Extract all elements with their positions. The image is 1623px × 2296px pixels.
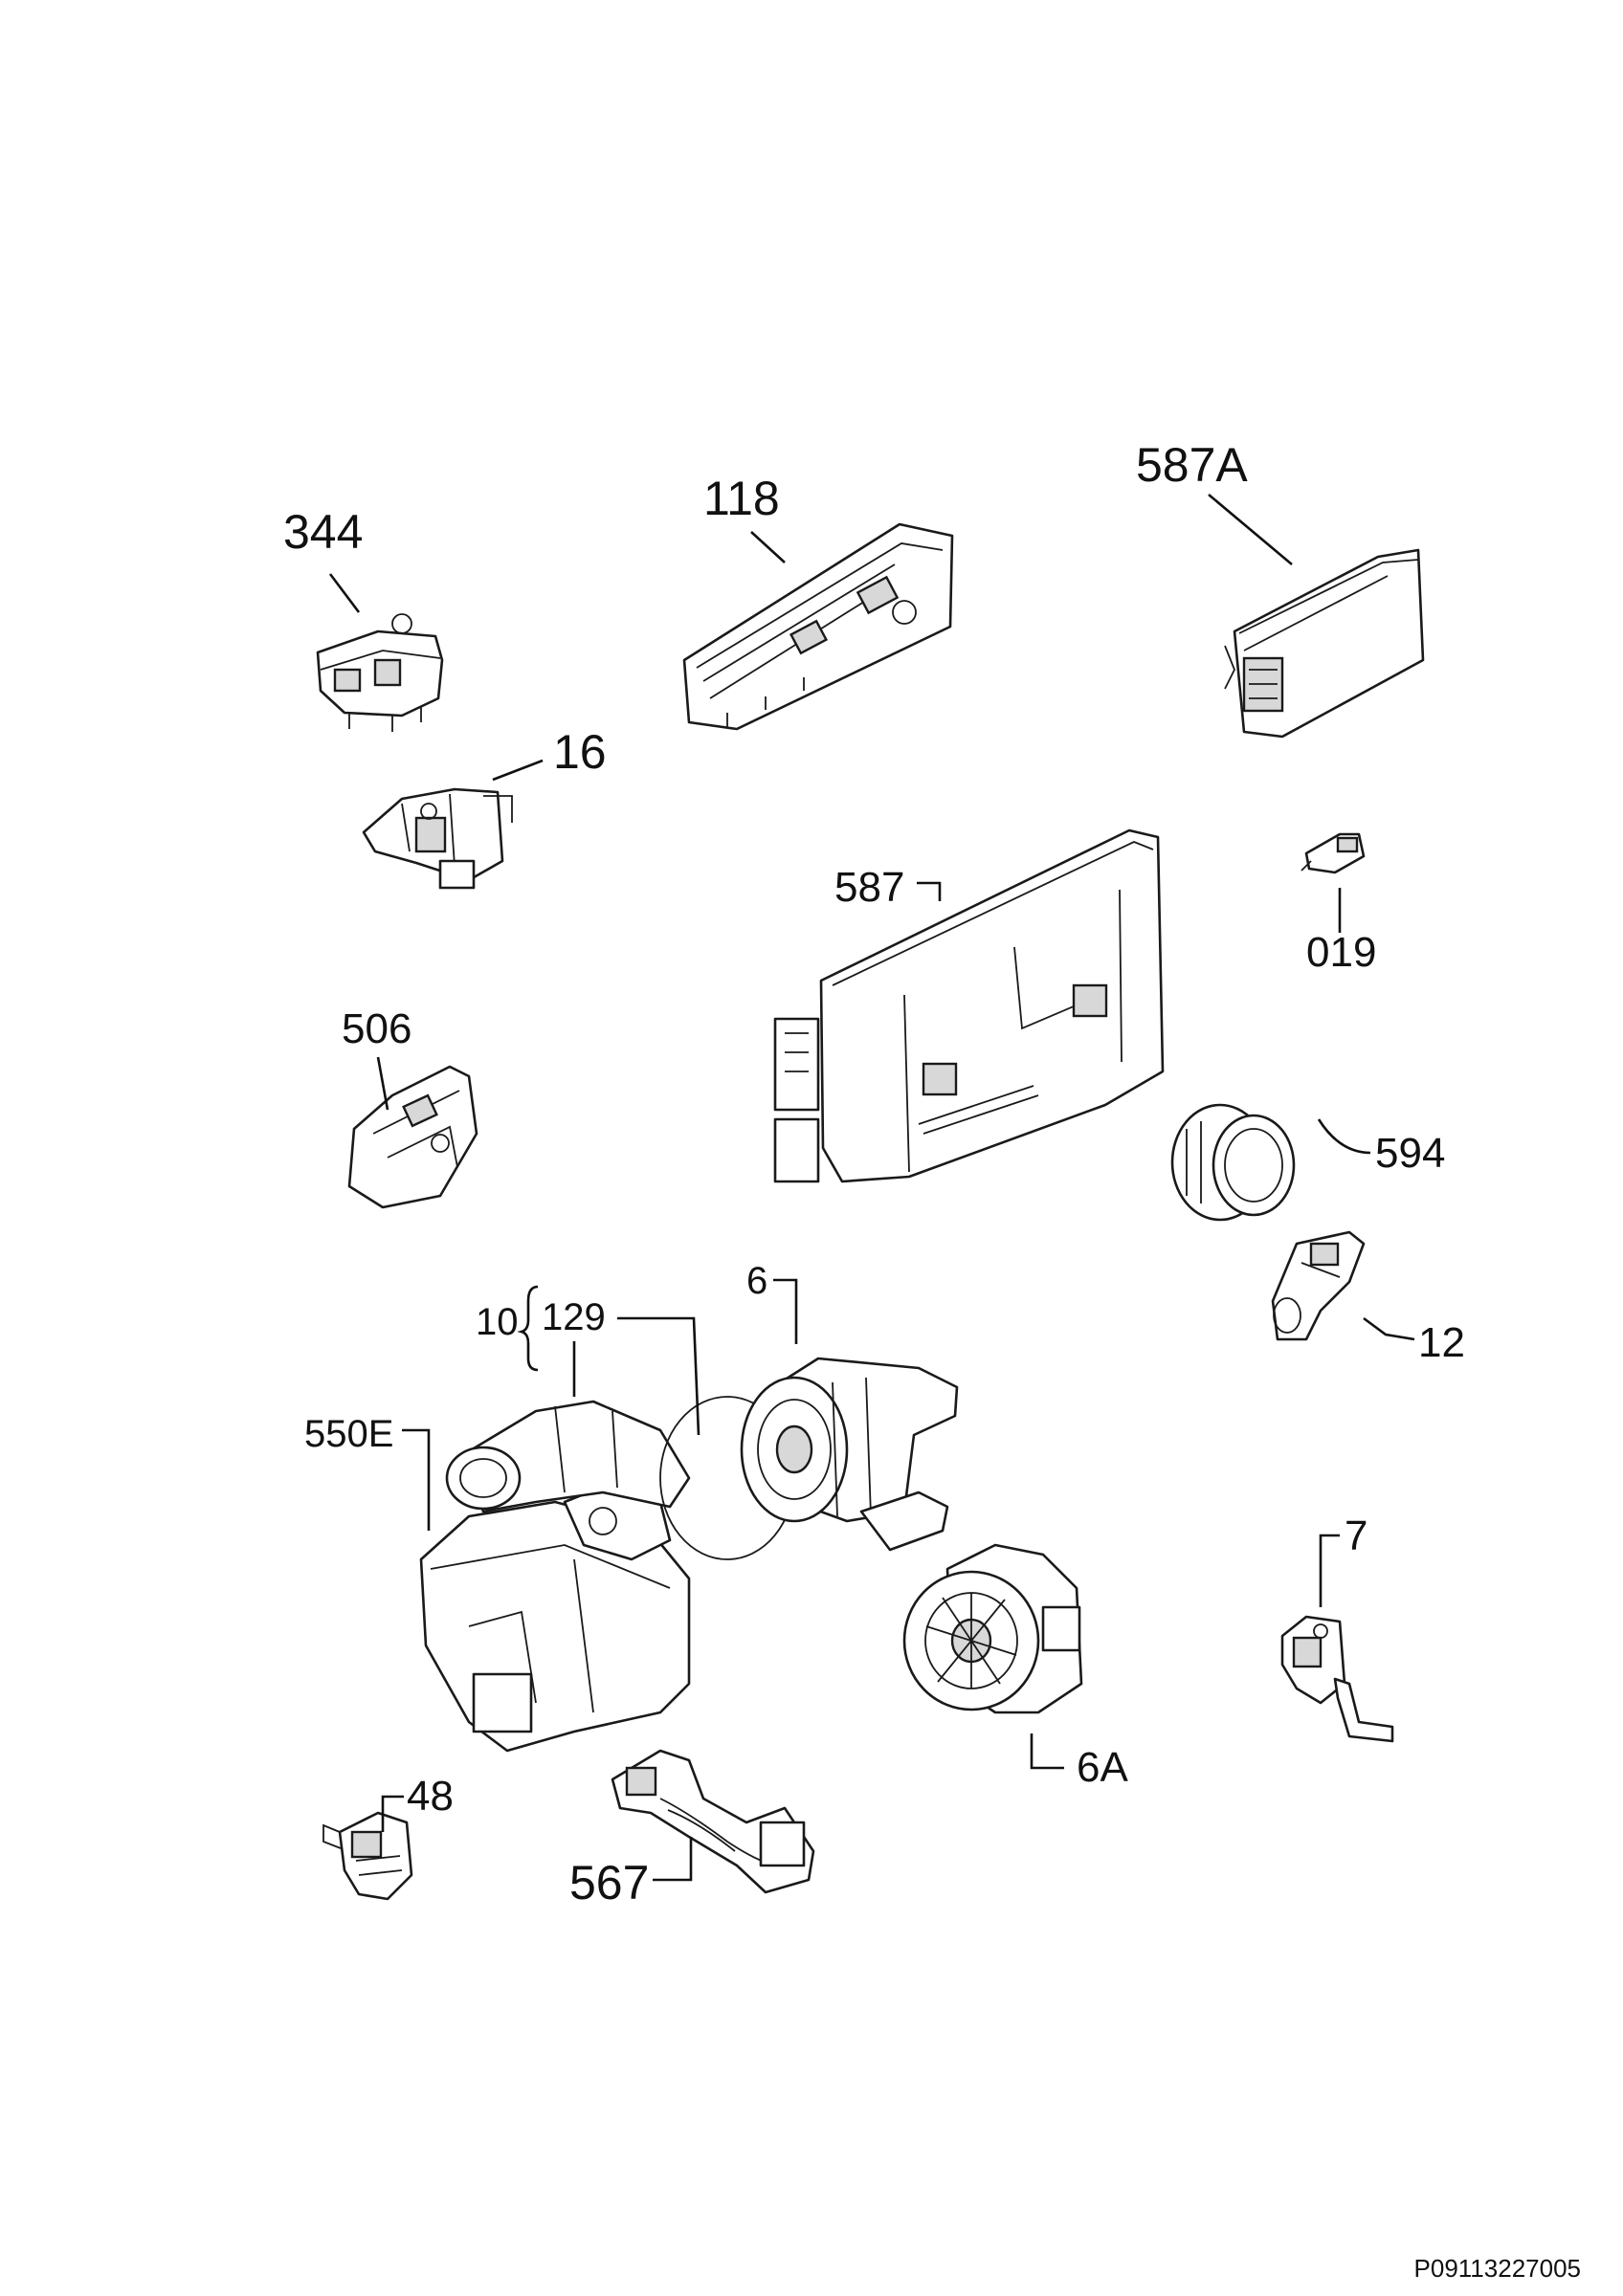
part-16-drawing[interactable] bbox=[362, 787, 513, 890]
callout-550E: 550E bbox=[304, 1413, 393, 1455]
part-48-drawing[interactable] bbox=[322, 1811, 413, 1901]
callout-10: 10 bbox=[476, 1301, 519, 1343]
callout-019: 019 bbox=[1306, 929, 1376, 976]
callout-16: 16 bbox=[553, 725, 607, 779]
callout-567: 567 bbox=[569, 1856, 649, 1910]
callout-7: 7 bbox=[1345, 1512, 1367, 1559]
part-019-drawing[interactable] bbox=[1301, 832, 1366, 874]
callout-129: 129 bbox=[542, 1296, 606, 1338]
brace-10 bbox=[517, 1285, 539, 1372]
leader-16 bbox=[492, 759, 544, 782]
callout-118: 118 bbox=[703, 472, 780, 525]
leader-129 bbox=[572, 1316, 700, 1436]
callout-344: 344 bbox=[283, 505, 363, 559]
part-6-drawing[interactable] bbox=[740, 1357, 959, 1552]
document-id: P09113227005 bbox=[1414, 2254, 1581, 2283]
part-506-drawing[interactable] bbox=[347, 1065, 478, 1209]
part-118-drawing[interactable] bbox=[682, 522, 954, 731]
leader-506 bbox=[376, 1056, 389, 1111]
leader-587A bbox=[1208, 494, 1293, 565]
callout-48: 48 bbox=[407, 1773, 454, 1820]
leader-6 bbox=[773, 1278, 798, 1344]
part-12-drawing[interactable] bbox=[1271, 1230, 1366, 1341]
callout-12: 12 bbox=[1418, 1319, 1465, 1366]
part-594-drawing[interactable] bbox=[1170, 1103, 1296, 1222]
callout-587: 587 bbox=[834, 864, 904, 911]
leader-567 bbox=[653, 1837, 693, 1882]
leader-12 bbox=[1363, 1316, 1415, 1341]
leader-344 bbox=[328, 573, 361, 613]
leader-550E bbox=[402, 1428, 431, 1531]
part-567-drawing[interactable] bbox=[611, 1749, 815, 1894]
callout-6A: 6A bbox=[1077, 1744, 1128, 1791]
callout-6: 6 bbox=[746, 1260, 767, 1302]
leader-7 bbox=[1319, 1534, 1340, 1607]
leader-587 bbox=[917, 881, 942, 901]
part-587A-drawing[interactable] bbox=[1224, 548, 1425, 739]
part-550E-drawing[interactable] bbox=[419, 1481, 691, 1753]
part-587-drawing[interactable] bbox=[773, 828, 1165, 1183]
callout-594: 594 bbox=[1375, 1130, 1445, 1177]
part-7-drawing[interactable] bbox=[1280, 1615, 1394, 1743]
part-344-drawing[interactable] bbox=[316, 613, 444, 732]
leader-594 bbox=[1317, 1118, 1371, 1155]
callout-587A: 587A bbox=[1136, 438, 1248, 492]
leader-118 bbox=[750, 531, 786, 563]
leader-6A bbox=[1030, 1733, 1064, 1770]
part-6A-drawing[interactable] bbox=[902, 1543, 1083, 1714]
callout-506: 506 bbox=[342, 1005, 411, 1052]
leader-48 bbox=[381, 1795, 404, 1832]
